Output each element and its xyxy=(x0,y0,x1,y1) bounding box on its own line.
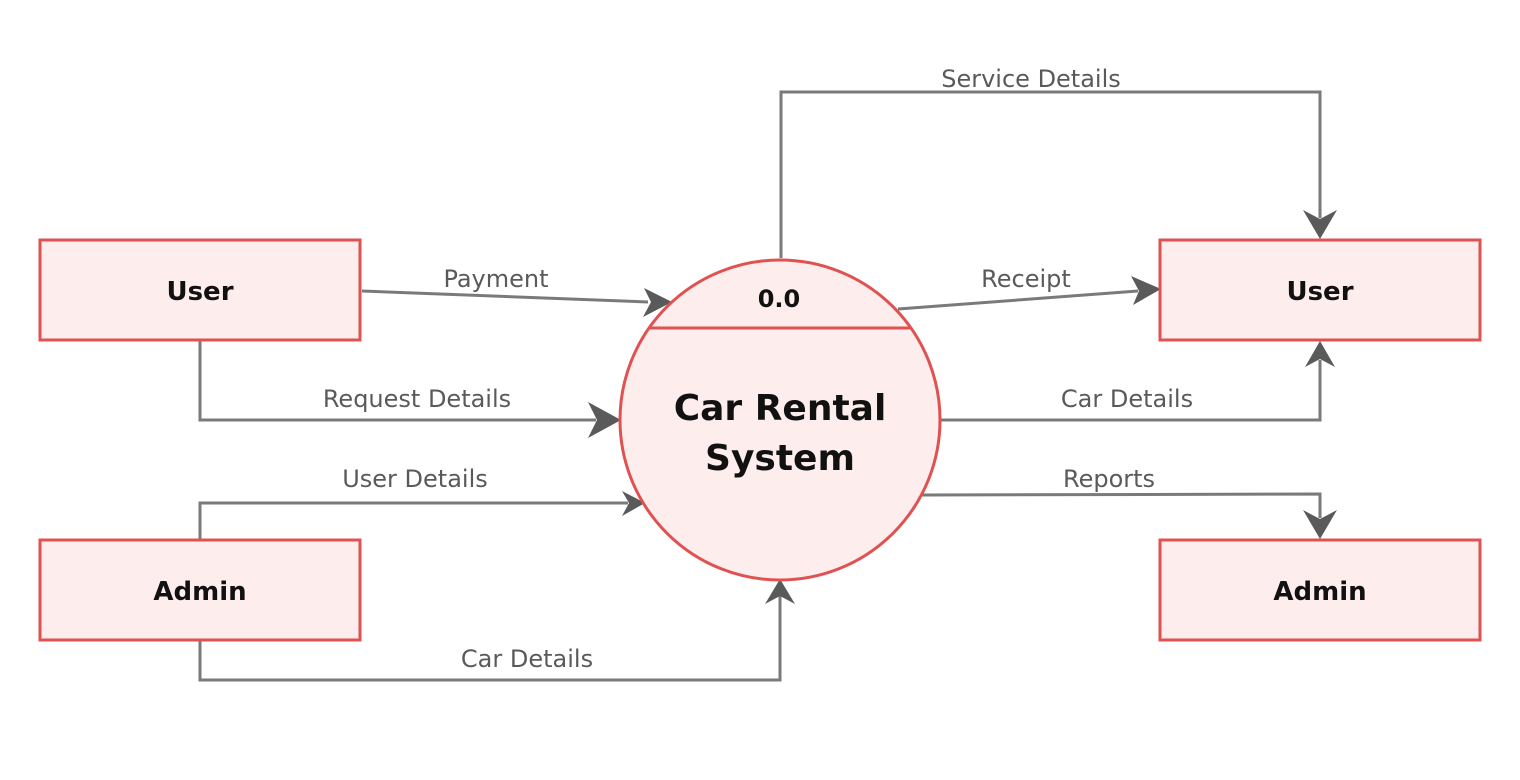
payment-label: Payment xyxy=(443,265,548,293)
admin-car-details-flow-line xyxy=(198,596,782,682)
payment-flow-line xyxy=(361,289,649,304)
user-details-arrowhead xyxy=(622,491,645,516)
car-rental-process xyxy=(618,258,942,582)
user-source-label: User xyxy=(166,277,233,307)
user-details-label: User Details xyxy=(342,465,488,493)
user-car-details-arrowhead xyxy=(1305,341,1335,367)
reports-flow-line xyxy=(921,492,1322,518)
service-details-flow-line xyxy=(779,90,1322,258)
admin-car-details-arrowhead xyxy=(765,579,795,604)
user-car-details-label: Car Details xyxy=(1061,385,1193,413)
receipt-arrowhead xyxy=(1131,276,1161,305)
service-details-arrowhead xyxy=(1303,210,1337,239)
process-id: 0.0 xyxy=(758,285,801,313)
user-details-flow-line xyxy=(198,501,628,539)
reports-arrowhead xyxy=(1303,510,1337,539)
admin-source-entity xyxy=(38,538,362,642)
request-details-arrowhead xyxy=(588,402,621,438)
process-name-line-1: Car Rental xyxy=(674,388,887,429)
request-details-label: Request Details xyxy=(323,385,511,413)
receipt-flow-line xyxy=(897,289,1139,311)
reports-label: Reports xyxy=(1063,465,1155,493)
payment-arrowhead xyxy=(643,288,672,317)
admin-source-label: Admin xyxy=(153,577,246,607)
user-sink-entity xyxy=(1158,238,1482,342)
user-car-details-flow-line xyxy=(941,360,1322,422)
admin-car-details-label: Car Details xyxy=(461,645,593,673)
admin-sink-entity xyxy=(1158,538,1482,642)
process-name-line-2: System xyxy=(705,438,855,479)
user-source-entity xyxy=(38,238,362,342)
receipt-label: Receipt xyxy=(981,265,1071,293)
user-sink-label: User xyxy=(1286,277,1353,307)
service-details-label: Service Details xyxy=(941,65,1121,93)
request-details-flow-line xyxy=(198,341,596,422)
admin-sink-label: Admin xyxy=(1273,577,1366,607)
